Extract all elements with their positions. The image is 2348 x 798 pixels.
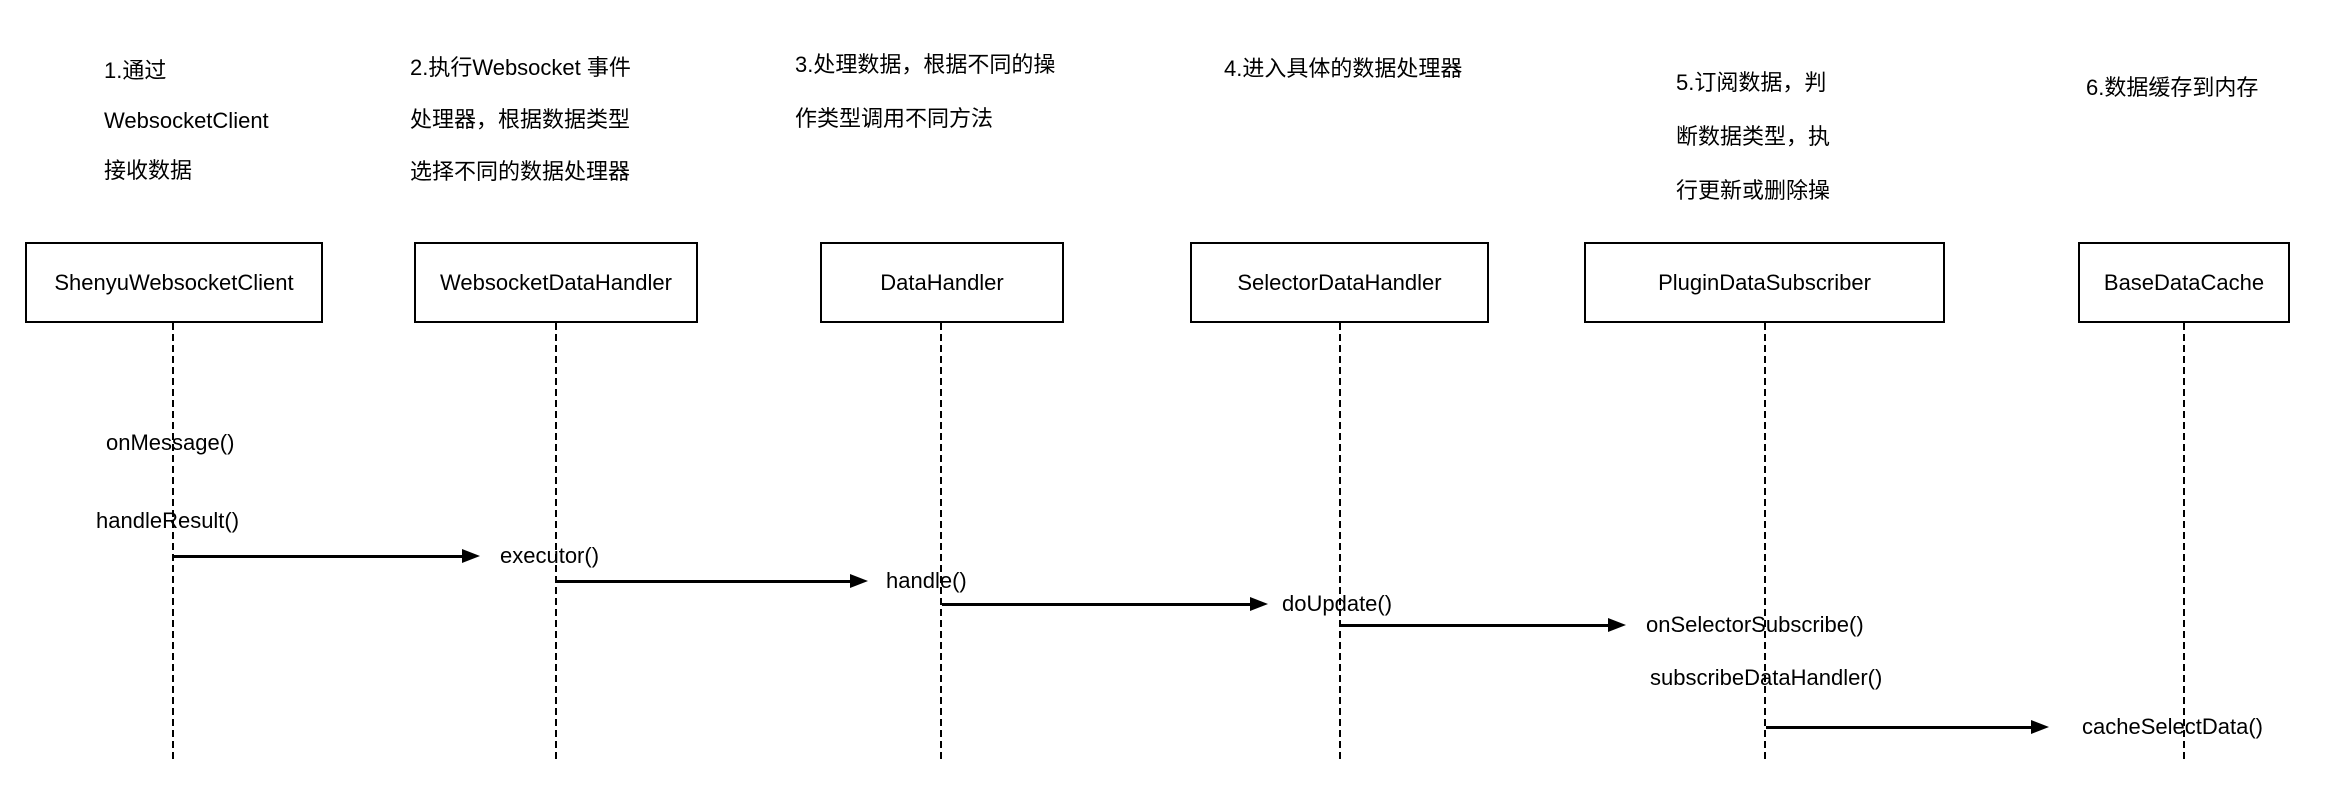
participant-box-shenyu-websocket-client: ShenyuWebsocketClient	[25, 242, 323, 323]
note-step-2: 2.执行Websocket 事件 处理器，根据数据类型 选择不同的数据处理器	[410, 55, 631, 184]
participant-label: DataHandler	[880, 269, 1004, 295]
note-step-1: 1.通过 WebsocketClient 接收数据	[104, 58, 269, 183]
label-onmessage: onMessage()	[106, 430, 235, 455]
label-handleresult: handleResult()	[96, 508, 240, 533]
participant-box-plugin-data-subscriber: PluginDataSubscriber	[1584, 242, 1945, 323]
label-cacheselectdata: cacheSelectData()	[2082, 714, 2263, 739]
lifeline-websocket-data-handler	[555, 323, 557, 763]
participant-box-websocket-data-handler: WebsocketDataHandler	[414, 242, 698, 323]
note-step-5: 5.订阅数据，判 断数据类型，执 行更新或删除操	[1676, 70, 1831, 203]
label-onselectorsubscribe: onSelectorSubscribe()	[1646, 612, 1864, 637]
participant-box-data-handler: DataHandler	[820, 242, 1064, 323]
note-step-4: 4.进入具体的数据处理器	[1224, 56, 1463, 81]
lifeline-base-data-cache	[2183, 323, 2185, 763]
participant-label: BaseDataCache	[2103, 269, 2265, 295]
participant-box-selector-data-handler: SelectorDataHandler	[1190, 242, 1489, 323]
arrow-handle	[557, 574, 868, 588]
lifeline-selector-data-handler	[1339, 323, 1341, 763]
note-step-6: 6.数据缓存到内存	[2086, 75, 2259, 100]
label-doupdate: doUpdate()	[1282, 591, 1393, 616]
participant-box-base-data-cache: BaseDataCache	[2078, 242, 2290, 323]
lifeline-plugin-data-subscriber	[1764, 323, 1766, 763]
label-executor: executor()	[500, 543, 600, 568]
label-handle: handle()	[886, 568, 967, 593]
label-subscribedatahandler: subscribeDataHandler()	[1650, 665, 1883, 690]
arrow-executor	[174, 549, 480, 563]
note-step-3: 3.处理数据，根据不同的操 作类型调用不同方法	[795, 52, 1056, 131]
participant-label: SelectorDataHandler	[1237, 269, 1442, 295]
arrow-doupdate	[942, 597, 1268, 611]
arrow-cacheselectdata	[1766, 720, 2049, 734]
participant-label: WebsocketDataHandler	[440, 269, 672, 295]
participant-label: PluginDataSubscriber	[1658, 269, 1871, 295]
lifeline-shenyu-websocket-client	[172, 323, 174, 763]
lifeline-data-handler	[940, 323, 942, 763]
arrow-onselectorsubscribe	[1341, 618, 1626, 632]
participant-label: ShenyuWebsocketClient	[54, 269, 294, 295]
